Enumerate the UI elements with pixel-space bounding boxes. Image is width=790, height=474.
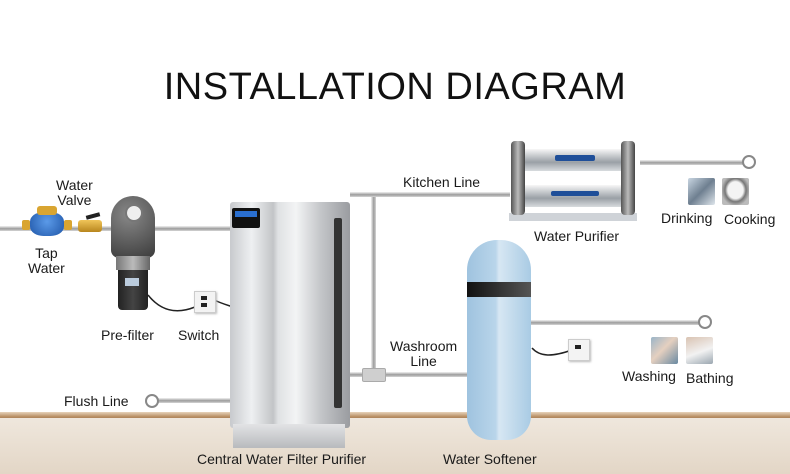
switch-label: Switch (178, 327, 220, 343)
water-valve-icon (78, 212, 102, 234)
pre-filter-icon (108, 196, 158, 316)
bathing-label: Bathing (686, 370, 734, 386)
cooking-label: Cooking (724, 211, 776, 227)
bathing-image (686, 337, 713, 364)
water-meter-icon (22, 206, 72, 240)
flush-line-label: Flush Line (64, 393, 129, 409)
water-purifier-pipe-out (640, 160, 746, 165)
softener-cord-icon (531, 347, 573, 356)
water-purifier-icon (505, 141, 641, 221)
central-filter-label: Central Water Filter Purifier (197, 451, 367, 467)
drinking-label: Drinking (661, 210, 713, 226)
switch-icon (194, 291, 216, 313)
central-water-filter-icon (230, 198, 352, 450)
central-outlet-pipe (371, 193, 376, 373)
power-cord-icon (147, 294, 234, 312)
washing-label: Washing (622, 368, 676, 384)
kitchen-outlet-icon (742, 155, 756, 169)
washing-image (651, 337, 678, 364)
pipe-connector (362, 368, 386, 382)
washroom-line-pipe (350, 372, 470, 377)
kitchen-line-pipe (350, 192, 510, 197)
flush-outlet-icon (145, 394, 159, 408)
water-purifier-label: Water Purifier (534, 228, 620, 244)
water-softener-icon (467, 240, 533, 442)
washroom-outlet-icon (698, 315, 712, 329)
drinking-image (688, 178, 715, 205)
kitchen-line-label: Kitchen Line (403, 174, 481, 190)
water-softener-label: Water Softener (443, 451, 537, 467)
pre-filter-label: Pre-filter (101, 327, 154, 343)
diagram-title: INSTALLATION DIAGRAM (163, 66, 627, 108)
flush-line-pipe (158, 398, 238, 403)
baseboard (0, 412, 790, 420)
cooking-image (722, 178, 749, 205)
softener-outlet-pipe (530, 320, 702, 325)
floor (0, 418, 790, 474)
outlet-socket-icon (568, 339, 590, 361)
